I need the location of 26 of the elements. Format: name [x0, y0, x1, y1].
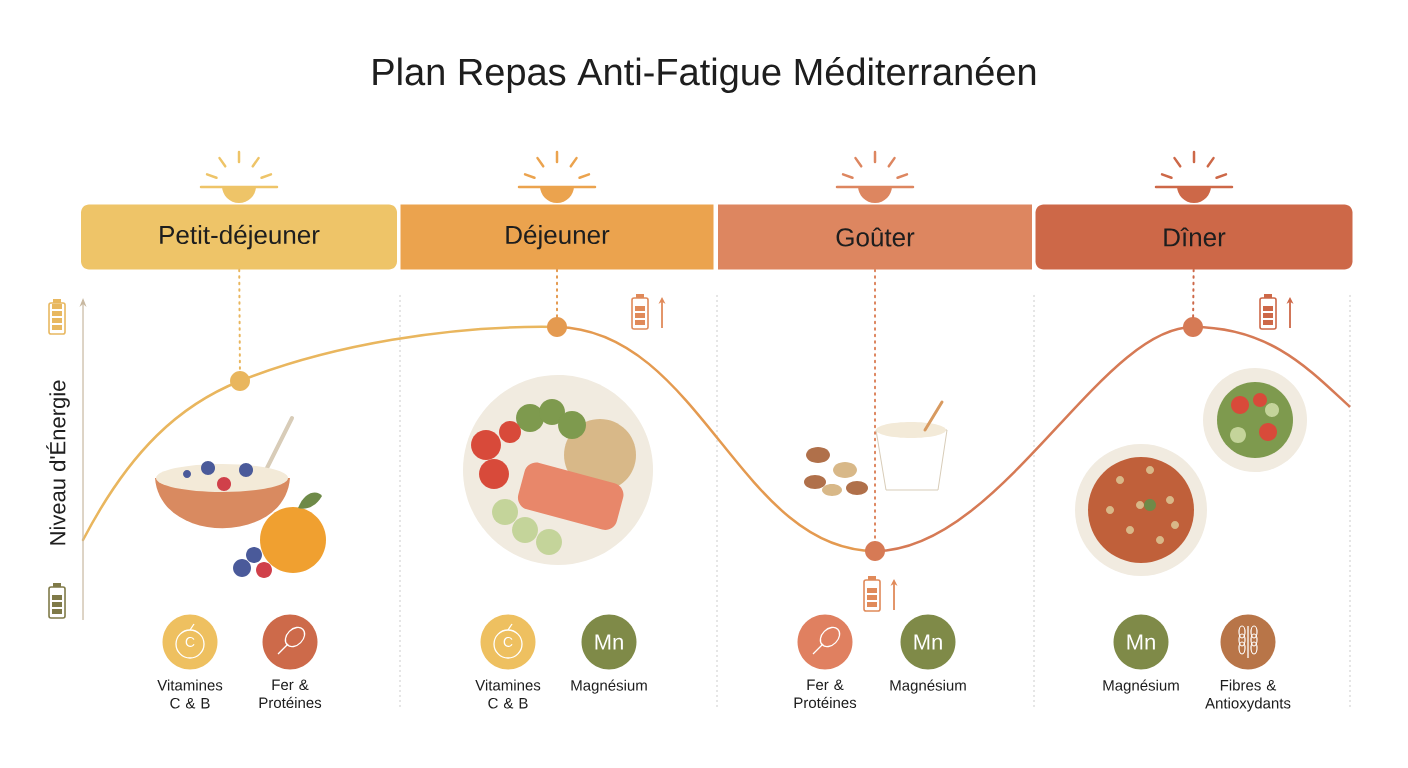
- nutrient-badge: [797, 614, 853, 670]
- nutrient-label: Fibres & Antioxydants: [1205, 679, 1291, 712]
- nutrient-badge: Mn: [581, 614, 637, 670]
- dotted-connector: [874, 268, 876, 542]
- curve-dot: [547, 317, 567, 337]
- nutrient-label: Vitamines C & B: [475, 679, 541, 709]
- dotted-connector: [1192, 268, 1195, 318]
- nutrient-label: Fer & Protéines: [794, 679, 857, 709]
- nutrient-label: Magnésium: [1103, 679, 1179, 694]
- dotted-connector: [556, 268, 558, 318]
- nutrient-badge: Mn: [1113, 614, 1169, 670]
- nutrient-badge: C: [162, 614, 218, 670]
- curve-dot: [1183, 317, 1203, 337]
- nutrient-badge: [262, 614, 318, 670]
- nutrient-label: Fer & Protéines: [259, 679, 322, 709]
- curve-dot: [865, 541, 885, 561]
- nutrient-label: Vitamines C & B: [157, 679, 223, 709]
- nutrient-badge: C: [480, 614, 536, 670]
- nutrient-badge: Mn: [900, 614, 956, 670]
- axis-label: Niveau d'Énergie: [46, 380, 70, 545]
- curve-dot: [230, 371, 250, 391]
- title: Plan Repas Anti-Fatigue Méditerranéen: [373, 57, 1036, 93]
- nutrient-label: Magnésium: [571, 679, 647, 694]
- nutrient-badge: [1220, 614, 1276, 670]
- dotted-connector: [238, 268, 241, 372]
- nutrient-label: Magnésium: [890, 679, 966, 694]
